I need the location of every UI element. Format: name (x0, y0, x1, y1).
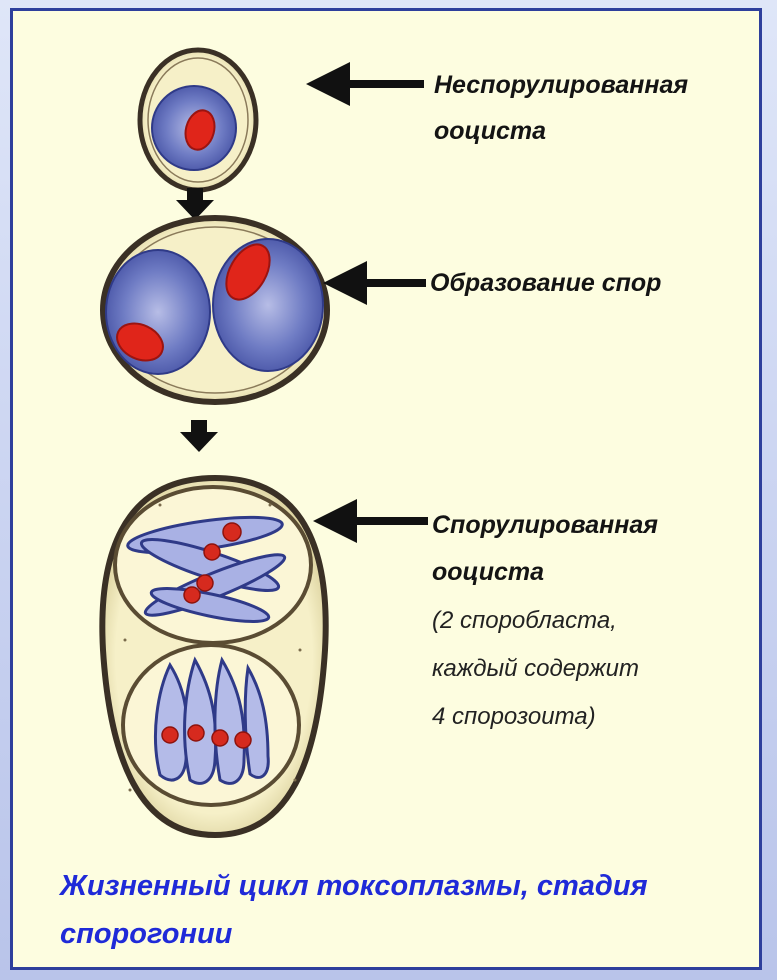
label-spore-formation: Образование спор (430, 266, 661, 300)
arrow-left-icon (323, 261, 426, 305)
label-sporulated-oocyst: ооциста (432, 555, 544, 589)
label-detail-sporoblasts: (2 споробласта, (432, 598, 617, 644)
arrow-left-icon (313, 499, 428, 543)
caption-line-2: спорогонии (60, 910, 760, 958)
caption: Жизненный цикл токсоплазмы, стадия споро… (60, 862, 760, 958)
spore-formation-oocyst (103, 218, 327, 402)
caption-line-1: Жизненный цикл токсоплазмы, стадия (60, 862, 760, 910)
label-unsporulated-oocyst: ооциста (434, 114, 546, 148)
label-sporulated: Спорулированная (432, 508, 658, 542)
label-detail-sporozoites: 4 спорозоита) (432, 694, 596, 740)
label-detail-each-contains: каждый содержит (432, 646, 639, 692)
unsporulated-oocyst (140, 50, 256, 190)
arrow-down-icon (180, 420, 218, 452)
label-unsporulated: Неспорулированная (434, 68, 688, 102)
sporulated-oocyst (102, 478, 325, 835)
arrow-left-icon (306, 62, 424, 106)
